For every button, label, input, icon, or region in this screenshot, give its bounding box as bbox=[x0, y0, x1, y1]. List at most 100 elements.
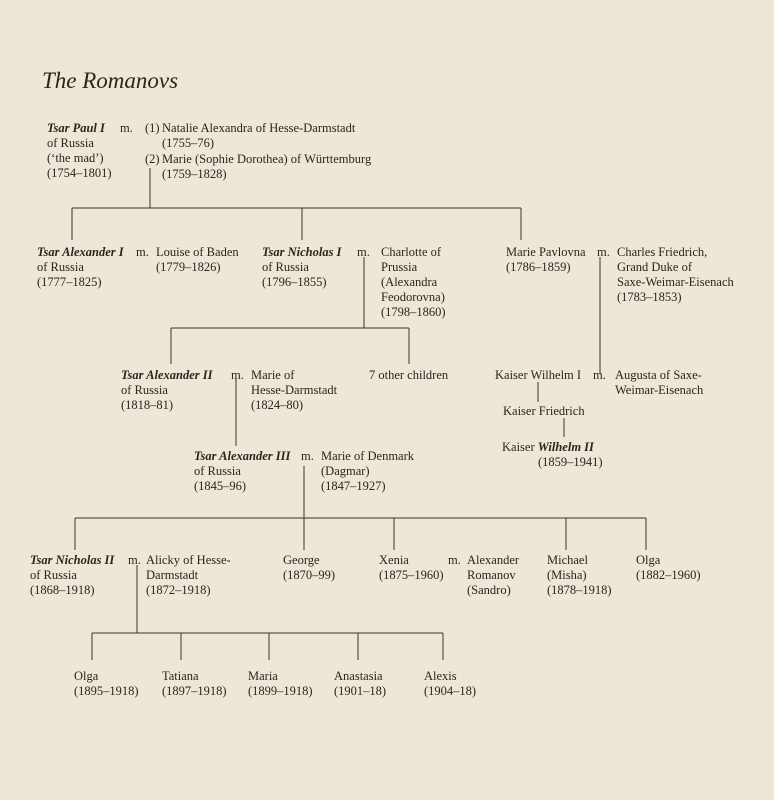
person-alexis: Alexis (1904–18) bbox=[424, 669, 476, 699]
person-wilhelm-ii: Kaiser Wilhelm II (1859–1941) bbox=[502, 440, 603, 470]
name: Charlotte of bbox=[381, 245, 442, 259]
dates: (1901–18) bbox=[334, 684, 387, 698]
alias-line: Feodorovna) bbox=[381, 290, 445, 304]
alias-line: (Sandro) bbox=[467, 583, 511, 597]
person-george: George (1870–99) bbox=[283, 553, 335, 583]
dates: (1904–18) bbox=[424, 684, 477, 698]
person-olga-sister: Olga (1882–1960) bbox=[636, 553, 701, 583]
name: Kaiser Friedrich bbox=[503, 404, 585, 418]
name: Marie of bbox=[251, 368, 295, 382]
name: Alicky of Hesse- bbox=[146, 553, 231, 567]
person-natalie-alexandra: Natalie Alexandra of Hesse-Darmstadt (17… bbox=[162, 121, 355, 151]
name: Anastasia bbox=[334, 669, 383, 683]
title-line: of Russia bbox=[121, 383, 168, 397]
dates: (1777–1825) bbox=[37, 275, 102, 289]
title-line: Romanov bbox=[467, 568, 516, 582]
name: Tsar Nicholas II bbox=[30, 553, 115, 567]
person-marie-of-hesse: Marie of Hesse-Darmstadt (1824–80) bbox=[251, 368, 337, 413]
person-charlotte-of-prussia: Charlotte of Prussia (Alexandra Feodorov… bbox=[381, 245, 446, 320]
person-maria: Maria (1899–1918) bbox=[248, 669, 313, 699]
name: Olga bbox=[636, 553, 661, 567]
dates: (1824–80) bbox=[251, 398, 304, 412]
dates: (1878–1918) bbox=[547, 583, 612, 597]
name: Wilhelm II bbox=[537, 440, 594, 454]
name: Marie (Sophie Dorothea) of Württemburg bbox=[162, 152, 372, 166]
name: Augusta of Saxe- bbox=[615, 368, 702, 382]
spouse-number: (1) bbox=[145, 121, 160, 135]
title-line: of Russia bbox=[47, 136, 94, 150]
person-alexander-iii: Tsar Alexander III of Russia (1845–96) bbox=[194, 449, 290, 494]
name-prefix: Kaiser bbox=[502, 440, 538, 454]
title-line: Hesse-Darmstadt bbox=[251, 383, 338, 397]
person-nicholas-ii: Tsar Nicholas II of Russia (1868–1918) bbox=[30, 553, 114, 598]
name-cont: Weimar-Eisenach bbox=[615, 383, 704, 397]
name: Michael bbox=[547, 553, 588, 567]
title-line: of Russia bbox=[262, 260, 309, 274]
name: Marie Pavlovna bbox=[506, 245, 586, 259]
dates: (1754–1801) bbox=[47, 166, 112, 180]
dates: (1818–81) bbox=[121, 398, 174, 412]
person-tatiana: Tatiana (1897–1918) bbox=[162, 669, 227, 699]
person-marie-sophie-dorothea: Marie (Sophie Dorothea) of Württemburg (… bbox=[162, 152, 371, 182]
person-alicky-of-hesse: Alicky of Hesse- Darmstadt (1872–1918) bbox=[146, 553, 231, 598]
name: Tsar Nicholas I bbox=[262, 245, 342, 259]
nickname: (‘the mad’) bbox=[47, 151, 104, 165]
dates: (1796–1855) bbox=[262, 275, 327, 289]
marriage-marker: m. bbox=[448, 553, 461, 567]
dates: (1870–99) bbox=[283, 568, 336, 582]
title-line: Prussia bbox=[381, 260, 418, 274]
marriage-marker: m. bbox=[128, 553, 141, 567]
dates: (1783–1853) bbox=[617, 290, 682, 304]
name: Tatiana bbox=[162, 669, 199, 683]
person-paul-i: Tsar Paul I of Russia (‘the mad’) (1754–… bbox=[47, 121, 112, 181]
dates: (1882–1960) bbox=[636, 568, 701, 582]
marriage-marker: m. bbox=[593, 368, 606, 382]
person-kaiser-friedrich: Kaiser Friedrich bbox=[503, 404, 585, 419]
dates: (1899–1918) bbox=[248, 684, 313, 698]
person-olga: Olga (1895–1918) bbox=[74, 669, 139, 699]
alias-line: (Dagmar) bbox=[321, 464, 370, 478]
dates: (1759–1828) bbox=[162, 167, 227, 181]
name: Tsar Alexander III bbox=[194, 449, 291, 463]
dates: (1875–1960) bbox=[379, 568, 444, 582]
diagram-title: The Romanovs bbox=[42, 68, 179, 93]
dates: (1786–1859) bbox=[506, 260, 571, 274]
person-alexander-ii: Tsar Alexander II of Russia (1818–81) bbox=[121, 368, 212, 413]
title-line: Darmstadt bbox=[146, 568, 199, 582]
title-line: Grand Duke of bbox=[617, 260, 692, 274]
dates: (1798–1860) bbox=[381, 305, 446, 319]
marriage-marker: m. bbox=[120, 121, 133, 135]
marriage-marker: m. bbox=[136, 245, 149, 259]
dates: (1895–1918) bbox=[74, 684, 139, 698]
dates: (1779–1826) bbox=[156, 260, 221, 274]
person-wilhelm-i: Kaiser Wilhelm I bbox=[495, 368, 581, 383]
name: Charles Friedrich, bbox=[617, 245, 708, 259]
person-marie-of-denmark: Marie of Denmark (Dagmar) (1847–1927) bbox=[321, 449, 414, 494]
name: Natalie Alexandra of Hesse-Darmstadt bbox=[162, 121, 356, 135]
dates: (1847–1927) bbox=[321, 479, 386, 493]
name: Kaiser Wilhelm I bbox=[495, 368, 582, 382]
person-anastasia: Anastasia (1901–18) bbox=[334, 669, 386, 699]
dates: (1859–1941) bbox=[538, 455, 603, 469]
dates: (1755–76) bbox=[162, 136, 215, 150]
alias-line: (Alexandra bbox=[381, 275, 438, 289]
alias-line: (Misha) bbox=[547, 568, 587, 582]
dates: (1845–96) bbox=[194, 479, 247, 493]
title-line: of Russia bbox=[194, 464, 241, 478]
name: Olga bbox=[74, 669, 99, 683]
name: Tsar Alexander I bbox=[37, 245, 124, 259]
marriage-marker: m. bbox=[231, 368, 244, 382]
person-charles-friedrich: Charles Friedrich, Grand Duke of Saxe-We… bbox=[617, 245, 734, 305]
dates: (1897–1918) bbox=[162, 684, 227, 698]
dates: (1872–1918) bbox=[146, 583, 211, 597]
marriage-marker: m. bbox=[357, 245, 370, 259]
name: Alexander bbox=[467, 553, 520, 567]
name: Alexis bbox=[424, 669, 457, 683]
name: Maria bbox=[248, 669, 278, 683]
person-marie-pavlovna: Marie Pavlovna (1786–1859) bbox=[506, 245, 586, 275]
dates: (1868–1918) bbox=[30, 583, 95, 597]
person-alexander-i: Tsar Alexander I of Russia (1777–1825) bbox=[37, 245, 124, 290]
person-xenia: Xenia (1875–1960) bbox=[379, 553, 444, 583]
